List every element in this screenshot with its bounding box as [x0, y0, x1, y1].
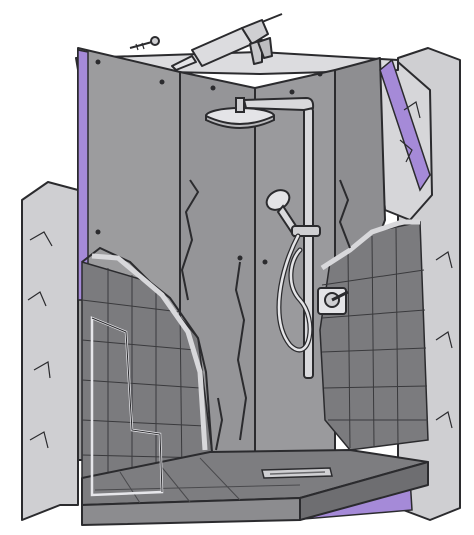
- floor-drain: [262, 468, 332, 478]
- tile-wall-right: [320, 222, 428, 450]
- mixer-valve: [318, 288, 348, 314]
